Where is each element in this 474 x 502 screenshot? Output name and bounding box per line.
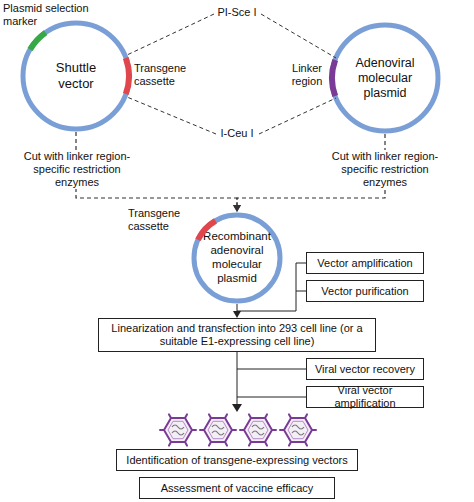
virus-particle [200, 414, 236, 445]
virus-particle [280, 414, 316, 445]
node-text: Recombinant adenoviral molecular plasmid [197, 230, 277, 285]
plasmid-ring [194, 215, 280, 301]
virus-particle [240, 414, 276, 445]
part-label: Transgene cassette [134, 62, 196, 88]
node-text: Shuttle vector [40, 60, 112, 91]
enzyme-site-line [127, 14, 336, 134]
virus-capsid [204, 418, 232, 442]
virus-inner-capsid [248, 421, 268, 438]
step-note: Cut with linker region-specific restrict… [18, 150, 136, 189]
virus-genome [212, 425, 224, 435]
virus-particle [160, 414, 196, 445]
flow-arrow [233, 304, 241, 318]
plasmid-ring [332, 25, 438, 131]
node-text: Identification of transgene-expressing v… [126, 454, 347, 467]
flow-line [237, 352, 306, 405]
virus-genome [252, 425, 264, 435]
enzyme-label: I-Ceu I [207, 127, 267, 140]
virus-genome [292, 425, 304, 435]
virus-spike [280, 414, 316, 445]
enzyme-label: PI-Sce I [207, 6, 267, 19]
connector-line [237, 304, 238, 312]
step-box: Viral vector recovery [306, 358, 424, 380]
step-box: Viral vector amplification [306, 386, 424, 408]
node-text: Vector amplification [317, 257, 412, 270]
virus-spike [160, 414, 196, 445]
node-text: Vector purification [321, 285, 408, 298]
virus-capsid [284, 418, 312, 442]
plasmid-circle: Recombinant adenoviral molecular plasmid [191, 212, 283, 304]
node-text: Linearization and transfection into 293 … [104, 322, 370, 348]
process-box: Identification of transgene-expressing v… [116, 449, 358, 471]
virus-genome [172, 425, 184, 435]
plasmid-circle: Shuttle vector [20, 20, 132, 132]
plasmid-ring [23, 23, 129, 129]
virus-inner-capsid [168, 421, 188, 438]
process-box: Linearization and transfection into 293 … [98, 318, 376, 352]
part-label: Linker region [282, 62, 332, 88]
virus-inner-capsid [208, 421, 228, 438]
arrow-head [232, 404, 242, 412]
virus-capsid [164, 418, 192, 442]
step-note: Cut with linker region-specific restrict… [326, 150, 444, 189]
node-text: Assessment of vaccine efficacy [161, 482, 314, 495]
virus-spike [200, 414, 236, 445]
plasmid-circle: Adenoviral molecular plasmid [329, 22, 441, 134]
virus-capsid [244, 418, 272, 442]
process-box: Assessment of vaccine efficacy [139, 477, 335, 499]
step-box: Vector purification [306, 280, 424, 302]
virus-inner-capsid [288, 421, 308, 438]
arrow-head [233, 205, 241, 212]
node-text: Adenoviral molecular plasmid [343, 56, 427, 101]
step-box: Vector amplification [306, 252, 424, 274]
part-label: Plasmid selection marker [3, 2, 98, 28]
node-text: Viral vector recovery [315, 363, 415, 376]
arrow-head [233, 205, 241, 212]
part-label: Transgene cassette [128, 207, 190, 233]
node-text: Viral vector amplification [312, 384, 418, 410]
virus-spike [240, 414, 276, 445]
arrow-head [233, 311, 241, 318]
